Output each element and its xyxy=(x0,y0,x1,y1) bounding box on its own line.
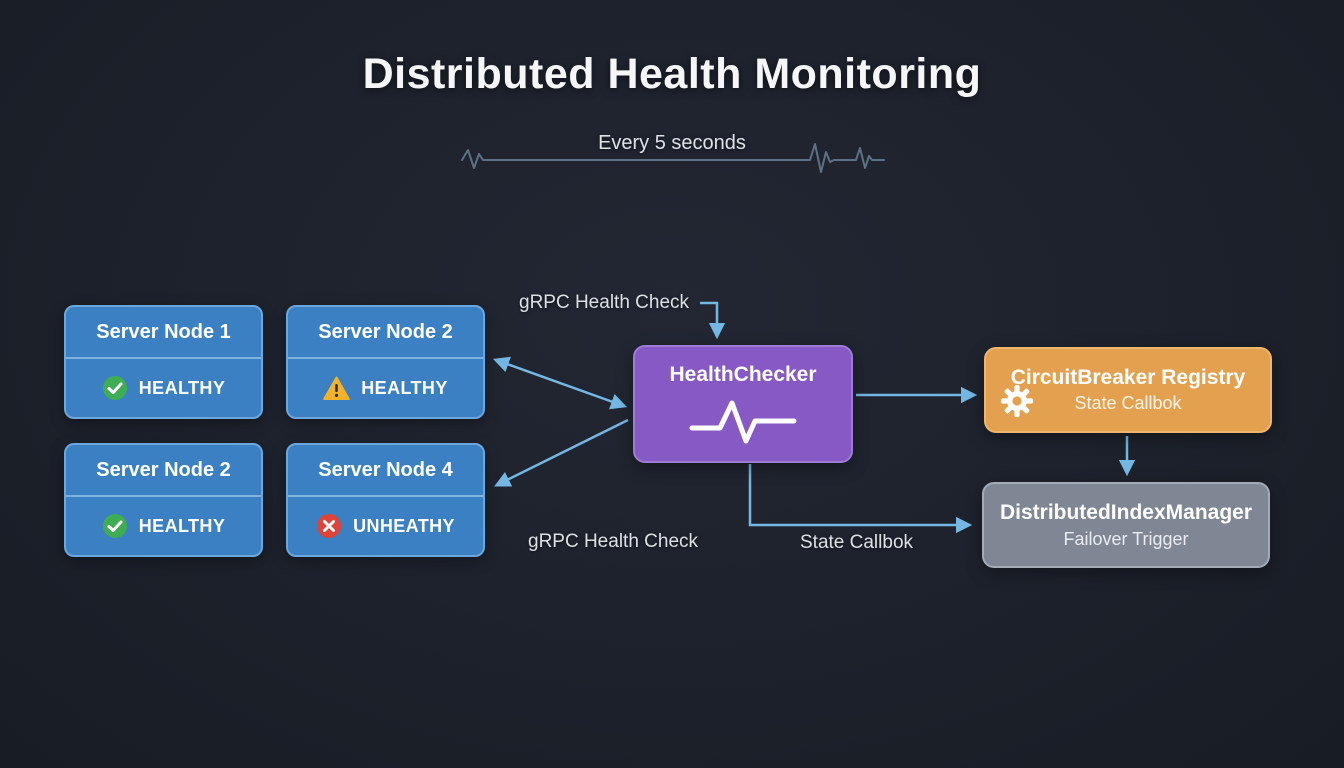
server-node-status: HEALTHY xyxy=(288,359,483,417)
server-node-name: Server Node 2 xyxy=(66,445,261,497)
server-node-name: Server Node 1 xyxy=(66,307,261,359)
circuit-breaker-title: CircuitBreaker Registry xyxy=(1010,366,1246,389)
server-node-1-box: Server Node 1 HEALTHY xyxy=(64,305,263,419)
state-callback-label: State Callbok xyxy=(800,532,914,553)
status-label: HEALTHY xyxy=(138,377,226,398)
status-label: UNHEATHY xyxy=(353,515,455,536)
health-checker-box: HealthChecker xyxy=(633,345,853,463)
server-node-4-box: Server Node 4 UNHEATHY xyxy=(286,443,485,557)
pulse-icon xyxy=(689,400,797,444)
server-node-status: HEALTHY xyxy=(66,497,261,555)
warning-triangle-icon xyxy=(323,376,351,400)
circuit-breaker-subtitle: State Callbok xyxy=(1074,393,1182,413)
edge-grpc-top-elbow xyxy=(700,301,726,340)
status-label: HEALTHY xyxy=(361,377,448,398)
page-title: Distributed Health Monitoring xyxy=(362,50,982,98)
check-circle-icon xyxy=(102,376,127,400)
server-node-3-box: Server Node 2 HEALTHY xyxy=(64,443,263,557)
grpc-health-check-label-bottom: gRPC Health Check xyxy=(528,531,699,552)
check-circle-icon xyxy=(102,514,127,538)
circuit-breaker-box: CircuitBreaker Registry State Callbok xyxy=(984,347,1272,433)
server-node-status: HEALTHY xyxy=(66,359,261,417)
server-node-name: Server Node 4 xyxy=(288,445,483,497)
index-manager-box: DistributedIndexManager Failover Trigger xyxy=(982,482,1270,568)
edge-checker-manager xyxy=(748,464,973,534)
server-node-2-box: Server Node 2 HEALTHY xyxy=(286,305,485,419)
gear-icon xyxy=(1001,385,1033,417)
server-node-status: UNHEATHY xyxy=(288,497,483,555)
interval-label: Every 5 seconds xyxy=(598,132,746,154)
grpc-health-check-label-top: gRPC Health Check xyxy=(519,292,690,313)
edge-node2-checker xyxy=(492,356,628,410)
cross-circle-icon xyxy=(317,514,342,538)
health-checker-title: HealthChecker xyxy=(669,363,817,386)
status-label: HEALTHY xyxy=(138,515,226,536)
server-node-name: Server Node 2 xyxy=(288,307,483,359)
index-manager-title: DistributedIndexManager xyxy=(999,500,1253,524)
index-manager-subtitle: Failover Trigger xyxy=(1063,528,1189,549)
edge-checker-node4 xyxy=(494,418,629,487)
